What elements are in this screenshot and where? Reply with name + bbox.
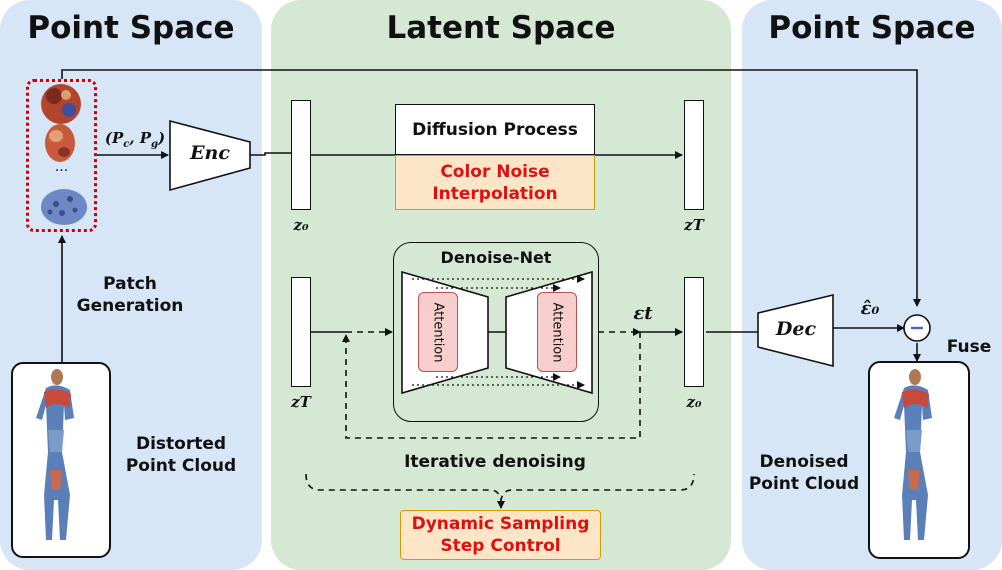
color-noise-label-2: Interpolation — [432, 183, 558, 204]
color-noise-label-1: Color Noise — [440, 161, 550, 182]
diffusion-process-box: Diffusion Process — [395, 104, 595, 155]
z0-top-label: z₀ — [293, 216, 309, 234]
patch-ellipsis: ... — [54, 159, 69, 175]
skip-connection-line — [61, 69, 921, 307]
patch-group-frame — [26, 79, 97, 232]
dynamic-sampling-label-1: Dynamic Sampling — [411, 514, 590, 534]
zT-bottom-label: zT — [291, 393, 311, 411]
epsilon-t-label: εt — [633, 303, 653, 324]
latent-zT-bottom-bar — [291, 277, 311, 387]
enc-to-z0-line — [249, 152, 291, 156]
diffusion-process-label: Diffusion Process — [412, 119, 578, 140]
distorted-label-1: Distorted — [135, 434, 227, 454]
patch-blob-3-icon — [41, 189, 87, 225]
fuse-label: Fuse — [946, 337, 992, 357]
patch-generation-label-2: Generation — [76, 296, 184, 316]
patch-blob-1-icon — [41, 84, 81, 124]
dynamic-sampling-box: Dynamic Sampling Step Control — [400, 510, 601, 560]
encoder-label: Enc — [190, 142, 230, 164]
denoised-label-2: Point Cloud — [748, 474, 860, 494]
zT-top-label: zT — [684, 216, 704, 234]
latent-zT-top-bar — [684, 100, 704, 210]
patch-generation-label-1: Patch — [103, 274, 157, 294]
latent-z0-top-bar — [291, 100, 311, 210]
dynamic-sampling-label-2: Step Control — [440, 536, 561, 556]
attention-block-left: Attention — [418, 292, 458, 372]
encoder-block — [169, 119, 251, 192]
decoder-block — [757, 293, 834, 368]
right-panel-title: Point Space — [768, 10, 976, 46]
denoised-label-1: Denoised — [759, 452, 849, 472]
patch-input-label: (Pc, Pg) — [104, 129, 166, 150]
latent-space-panel — [271, 0, 731, 570]
patch-blob-2-icon — [45, 124, 75, 162]
left-panel-title: Point Space — [27, 10, 235, 46]
denoise-net-title: Denoise-Net — [440, 248, 552, 267]
center-panel-title: Latent Space — [386, 10, 616, 46]
iterative-denoising-label: Iterative denoising — [404, 452, 586, 472]
epsilon-0-hat-label: ε̂₀ — [860, 298, 880, 319]
latent-z0-bottom-bar — [684, 277, 704, 387]
distorted-label-2: Point Cloud — [125, 456, 237, 476]
attention-block-right: Attention — [537, 292, 577, 372]
decoder-label: Dec — [775, 318, 817, 340]
iterative-loop-dashed — [342, 332, 641, 439]
color-noise-interpolation-box: Color Noise Interpolation — [395, 155, 595, 210]
z0-bottom-label: z₀ — [686, 393, 702, 411]
denoise-net-box — [393, 242, 599, 422]
